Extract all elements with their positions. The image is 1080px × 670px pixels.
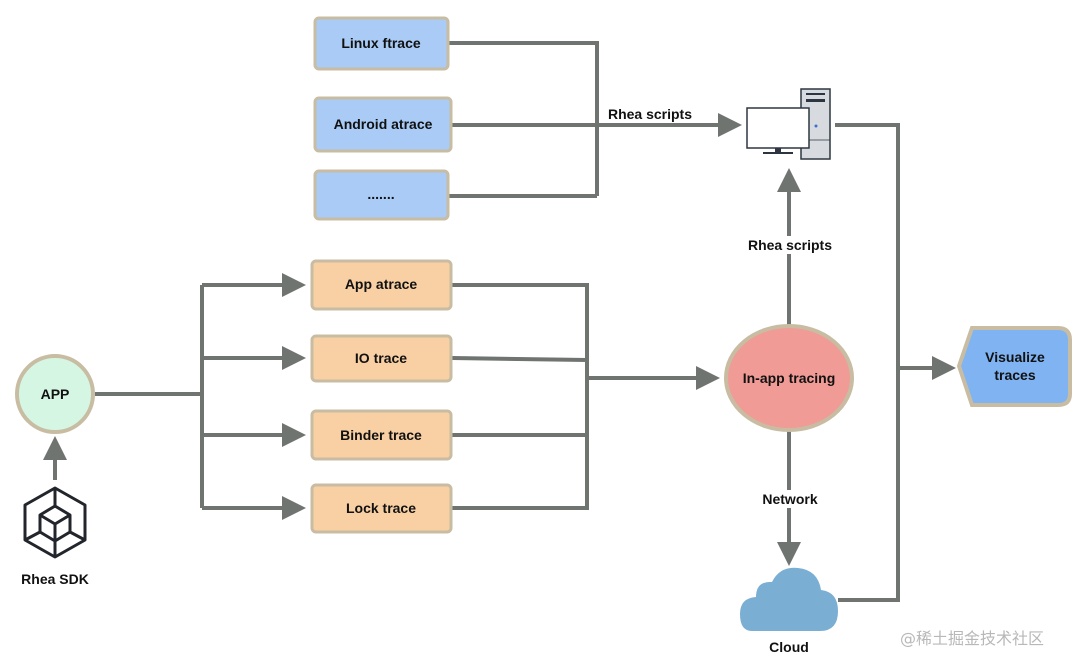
node-label: Binder trace — [340, 427, 422, 443]
watermark: @稀土掘金技术社区 — [900, 629, 1044, 648]
edge-label-rhea-scripts-top: Rhea scripts — [608, 106, 692, 122]
node-io-trace: IO trace — [310, 334, 453, 383]
node-more-sources: ....... — [313, 169, 450, 221]
edge-app-trunk — [95, 285, 204, 508]
cloud-icon — [740, 567, 838, 631]
node-cloud-label: Cloud — [769, 639, 809, 655]
node-linux-ftrace: Linux ftrace — [313, 16, 450, 71]
edge-linux-ftrace — [449, 41, 599, 196]
edge-label-rhea-scripts-vertical: Rhea scripts — [748, 237, 832, 253]
connectors — [43, 41, 956, 602]
node-in-app-tracing: In-app tracing — [724, 324, 854, 432]
node-rhea-sdk-label: Rhea SDK — [21, 571, 89, 587]
node-lock-trace: Lock trace — [310, 483, 453, 534]
node-label: Lock trace — [346, 500, 416, 516]
node-label: Linux ftrace — [341, 35, 421, 51]
node-app: APP — [15, 354, 95, 434]
node-label-line1: Visualize — [985, 349, 1045, 365]
computer-icon — [746, 88, 831, 160]
node-label: ....... — [367, 186, 394, 202]
node-label: App atrace — [345, 276, 418, 292]
node-app-atrace: App atrace — [310, 259, 453, 311]
node-android-atrace: Android atrace — [313, 96, 453, 153]
node-label: Android atrace — [334, 116, 433, 132]
node-label: IO trace — [355, 350, 407, 366]
cube-icon — [23, 486, 87, 559]
node-visualize-traces: Visualize traces — [956, 326, 1072, 407]
node-label: APP — [41, 386, 70, 402]
node-label-line2: traces — [994, 367, 1035, 383]
edge-traces-merge — [451, 283, 716, 510]
node-label: In-app tracing — [743, 370, 836, 386]
edge-computer-to-visualize — [835, 123, 900, 602]
edge-label-network: Network — [762, 491, 817, 507]
node-binder-trace: Binder trace — [310, 409, 453, 461]
